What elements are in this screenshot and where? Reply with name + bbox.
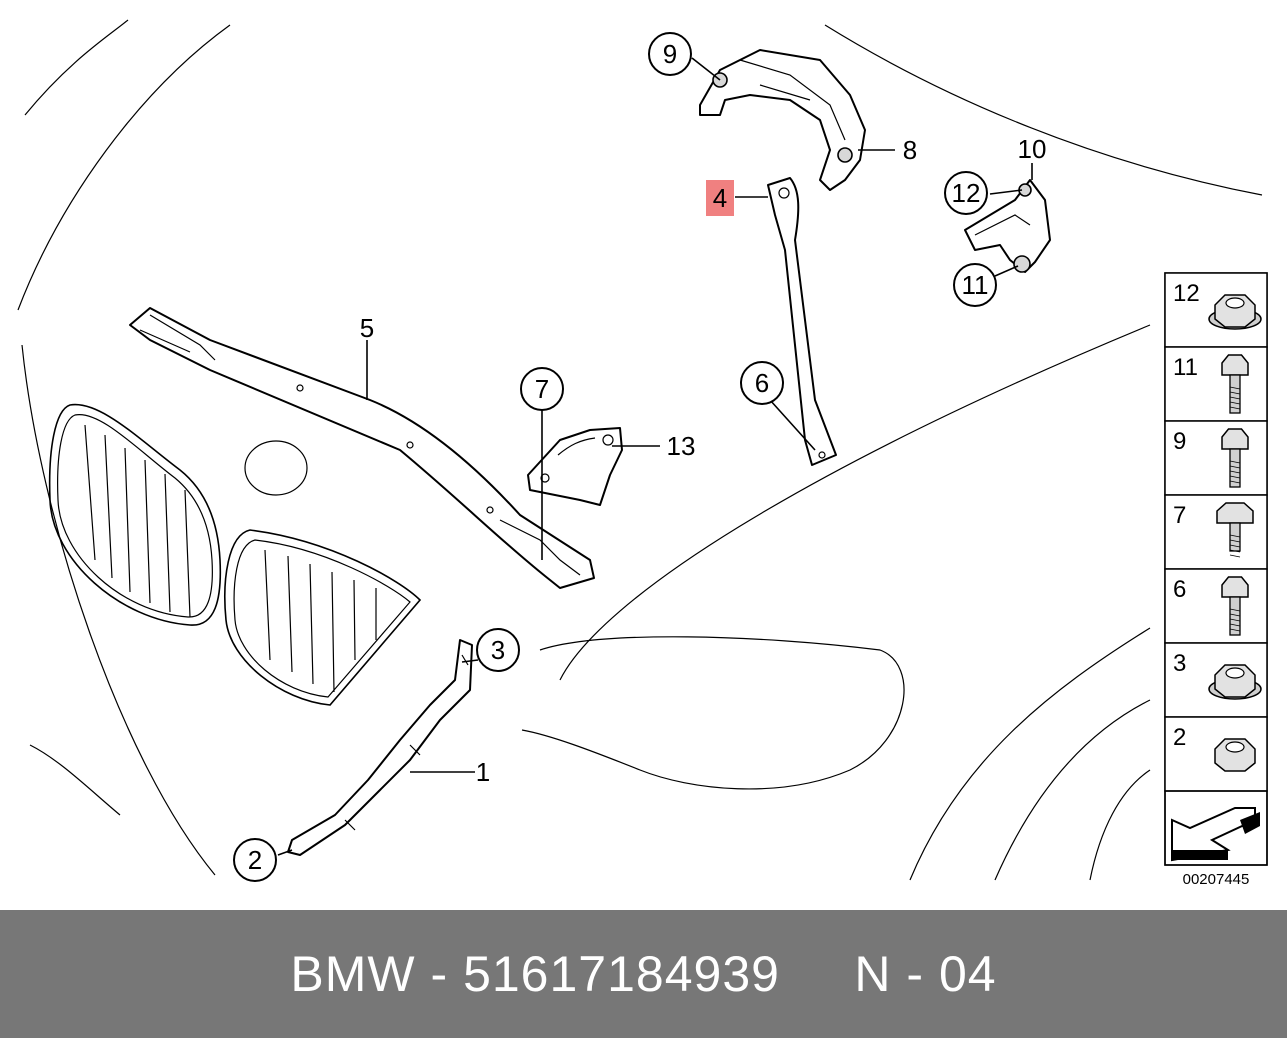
legend-item-9: 9 — [1164, 420, 1268, 496]
parts-diagram: 9 8 10 12 11 4 5 7 13 6 3 1 2 — [17, 19, 1268, 888]
callout-7: 7 — [520, 367, 564, 411]
legend-label: 12 — [1173, 280, 1200, 307]
legend-label: 11 — [1173, 354, 1198, 381]
callout-12: 12 — [944, 171, 988, 215]
svg-text:11: 11 — [962, 270, 989, 300]
kidney-grille-right — [224, 529, 422, 706]
svg-text:10: 10 — [1018, 134, 1047, 164]
callout-4-highlighted: 4 — [706, 180, 734, 216]
svg-text:3: 3 — [491, 635, 505, 665]
callout-3: 3 — [476, 628, 520, 672]
svg-text:9: 9 — [663, 39, 677, 69]
legend-label: 2 — [1173, 724, 1186, 751]
legend-item-2: 2 — [1164, 716, 1268, 792]
legend-item-11: 11 — [1164, 346, 1268, 422]
bolt-icon — [1221, 576, 1249, 636]
svg-text:1: 1 — [476, 757, 490, 787]
highlight-box — [706, 180, 734, 216]
flange-nut-icon — [1208, 294, 1262, 330]
diagram-id: 00207445 — [1183, 871, 1250, 888]
callout-9: 9 — [648, 32, 692, 76]
part-6-strut — [767, 177, 837, 466]
legend-label: 9 — [1173, 428, 1186, 455]
footer-separator: - — [430, 946, 449, 1002]
hex-bolt-icon — [1216, 502, 1254, 558]
footer-part-number: 51617184939 — [463, 946, 780, 1002]
legend-label: 3 — [1173, 650, 1186, 677]
legend-item-6: 6 — [1164, 568, 1268, 644]
hex-nut-icon — [1214, 738, 1256, 772]
callout-8: 8 — [903, 135, 917, 165]
callout-10: 10 — [1018, 134, 1047, 164]
arrow-icon — [1171, 807, 1260, 862]
svg-text:13: 13 — [667, 431, 696, 461]
callout-13: 13 — [667, 431, 696, 461]
callout-6: 6 — [740, 361, 784, 405]
legend-label: 7 — [1173, 502, 1186, 529]
fastener-legend: 12 11 9 7 6 3 2 00207445 — [1164, 272, 1268, 888]
flange-nut-icon — [1208, 664, 1262, 700]
part-5-carrier — [129, 307, 595, 589]
callout-2: 2 — [233, 838, 277, 882]
car-body-outline — [17, 19, 1263, 881]
svg-text:6: 6 — [755, 368, 769, 398]
legend-item-7: 7 — [1164, 494, 1268, 570]
bolt-icon — [1221, 428, 1249, 488]
callout-11: 11 — [953, 263, 997, 307]
legend-item-3: 3 — [1164, 642, 1268, 718]
footer-position: N - 04 — [854, 946, 997, 1002]
leader-lines — [277, 57, 1033, 856]
kidney-grille-left — [48, 403, 222, 626]
bolt-icon — [1221, 354, 1249, 414]
svg-text:2: 2 — [248, 845, 262, 875]
svg-text:12: 12 — [952, 178, 981, 208]
part-1-stay — [287, 639, 473, 856]
svg-text:5: 5 — [360, 313, 374, 343]
part-10-bracket — [964, 179, 1051, 273]
svg-text:8: 8 — [903, 135, 917, 165]
legend-item-12: 12 — [1164, 272, 1268, 348]
svg-text:4: 4 — [713, 183, 727, 213]
legend-label: 6 — [1173, 576, 1186, 603]
part-8-bracket — [699, 49, 866, 191]
legend-arrow-cell — [1164, 790, 1268, 866]
footer-bar: BMW - 51617184939 N - 04 — [0, 910, 1287, 1038]
callout-1: 1 — [476, 757, 490, 787]
callout-5: 5 — [360, 313, 374, 343]
svg-text:7: 7 — [535, 374, 549, 404]
part-13-bracket — [527, 427, 623, 506]
footer-brand: BMW — [290, 946, 416, 1002]
